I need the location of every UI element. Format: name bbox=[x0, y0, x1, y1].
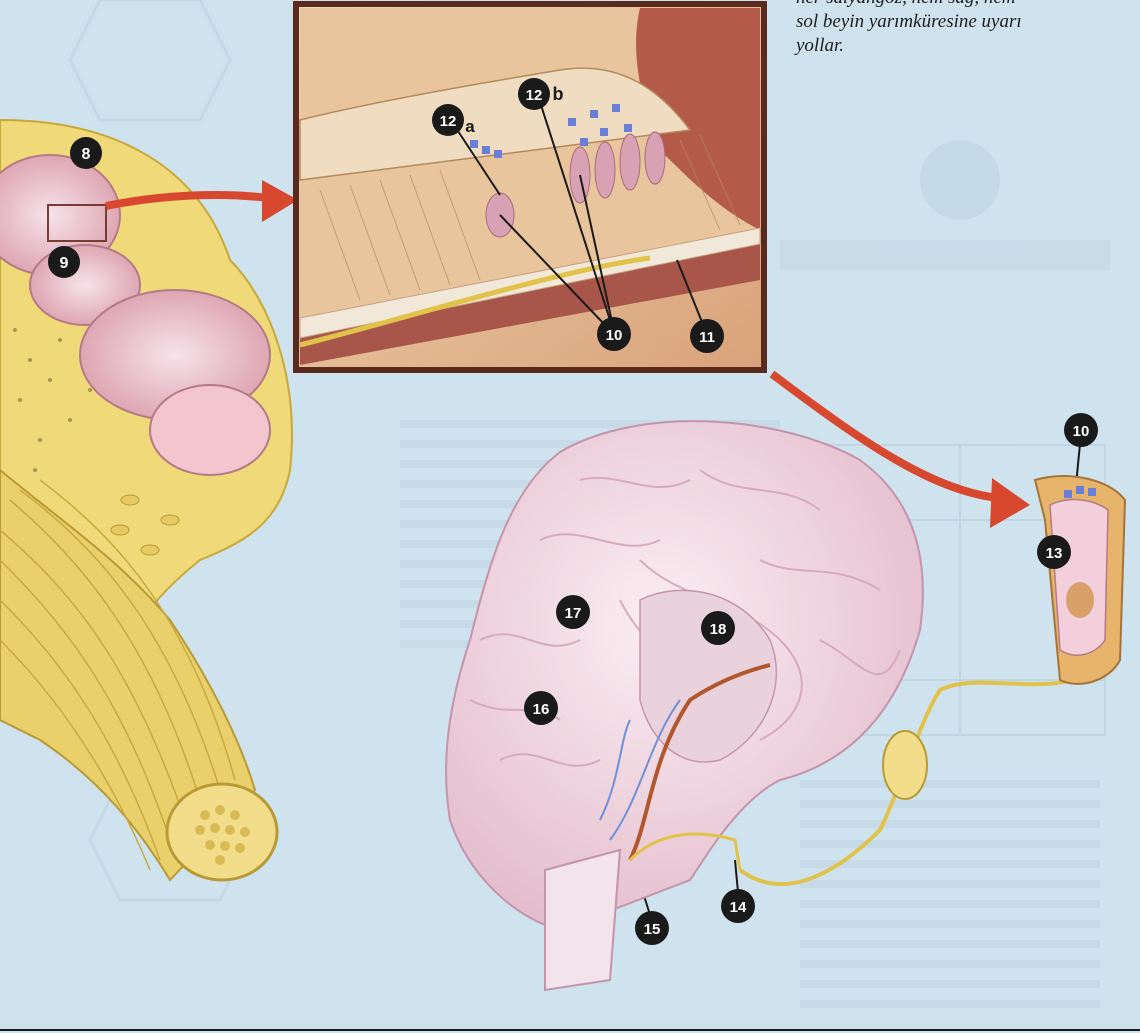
marker-16-text: 16 bbox=[533, 701, 550, 718]
marker-14: 14 bbox=[721, 889, 755, 923]
marker-18: 18 bbox=[701, 611, 735, 645]
marker-8-text: 8 bbox=[82, 146, 91, 163]
caption-line-2: sol beyin yarımküresine uyarı bbox=[796, 10, 1096, 34]
marker-17: 17 bbox=[556, 595, 590, 629]
marker-10-inset: 10 bbox=[597, 317, 631, 351]
marker-10-inset-text: 10 bbox=[606, 327, 623, 344]
marker-14-text: 14 bbox=[730, 899, 747, 916]
marker-15-text: 15 bbox=[644, 921, 661, 938]
marker-12a-letter: a bbox=[465, 117, 475, 136]
marker-8: 8 bbox=[70, 137, 102, 169]
marker-17-text: 17 bbox=[565, 605, 582, 622]
marker-12a-num: 12 bbox=[440, 113, 457, 130]
marker-12b-num: 12 bbox=[526, 87, 543, 104]
marker-9-text: 9 bbox=[60, 255, 69, 272]
marker-12b-letter: b bbox=[553, 84, 564, 104]
marker-13-text: 13 bbox=[1046, 545, 1063, 562]
marker-10-right: 10 bbox=[1064, 413, 1098, 447]
nerve-ganglion bbox=[883, 731, 927, 799]
marker-11-text: 11 bbox=[699, 329, 715, 346]
marker-11: 11 bbox=[690, 319, 724, 353]
hair-cell bbox=[1035, 476, 1125, 684]
organ-of-corti-inset bbox=[296, 4, 764, 370]
caption-line-3: yollar. bbox=[796, 34, 1096, 58]
marker-18-text: 18 bbox=[710, 621, 727, 638]
marker-9: 9 bbox=[48, 246, 80, 278]
caption-line-1: her salyangoz, hem sağ, hem bbox=[796, 0, 1096, 10]
marker-15: 15 bbox=[635, 911, 669, 945]
caption-text: her salyangoz, hem sağ, hem sol beyin ya… bbox=[796, 0, 1096, 58]
marker-13: 13 bbox=[1037, 535, 1071, 569]
marker-16: 16 bbox=[524, 691, 558, 725]
marker-10-right-text: 10 bbox=[1073, 423, 1090, 440]
